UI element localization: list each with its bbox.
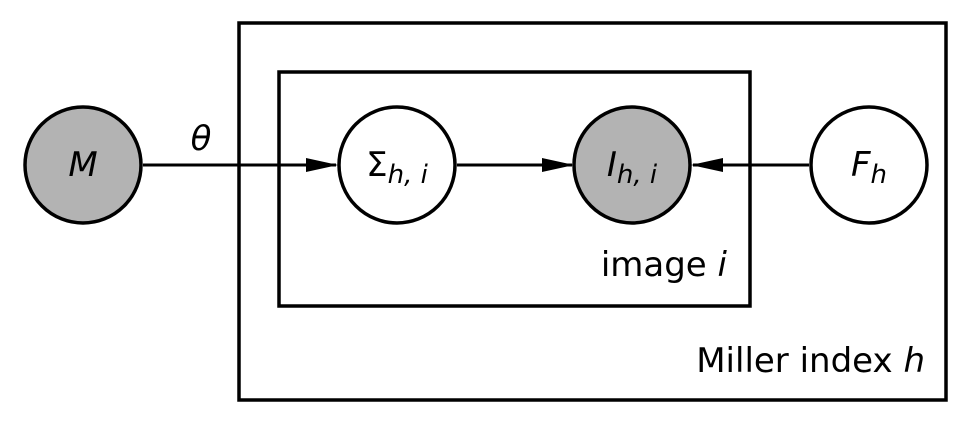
node-sigma-label: Σh, i xyxy=(366,145,428,190)
plate-image-label-text: image xyxy=(601,245,718,285)
plate-miller-index-label: Miller index h xyxy=(696,341,925,381)
node-f-subscript: h xyxy=(871,160,887,190)
node-m-label: M xyxy=(68,145,97,185)
node-i-label: Ih, i xyxy=(607,145,658,190)
node-sigma-symbol: Σ xyxy=(366,145,387,185)
plate-miller-index-label-text: Miller index xyxy=(696,341,903,381)
node-m xyxy=(23,105,143,225)
node-f-label: Fh xyxy=(851,145,887,190)
plate-miller-index xyxy=(237,21,948,402)
node-sigma-subscript: h, i xyxy=(388,160,429,190)
plate-image-label: image i xyxy=(601,245,728,285)
plate-miller-index-label-var: h xyxy=(903,341,925,381)
node-f xyxy=(809,105,929,225)
arrowhead-i-left xyxy=(542,158,574,172)
node-i-symbol: I xyxy=(607,145,617,185)
node-i xyxy=(572,105,692,225)
plate-image-label-var: i xyxy=(718,245,728,285)
arrowhead-i-right xyxy=(691,158,723,172)
node-sigma xyxy=(337,105,457,225)
node-f-symbol: F xyxy=(851,145,871,185)
node-i-subscript: h, i xyxy=(617,160,658,190)
plate-image xyxy=(277,70,752,308)
edge-label-theta: θ xyxy=(191,119,212,159)
arrowhead-sigma xyxy=(306,158,338,172)
